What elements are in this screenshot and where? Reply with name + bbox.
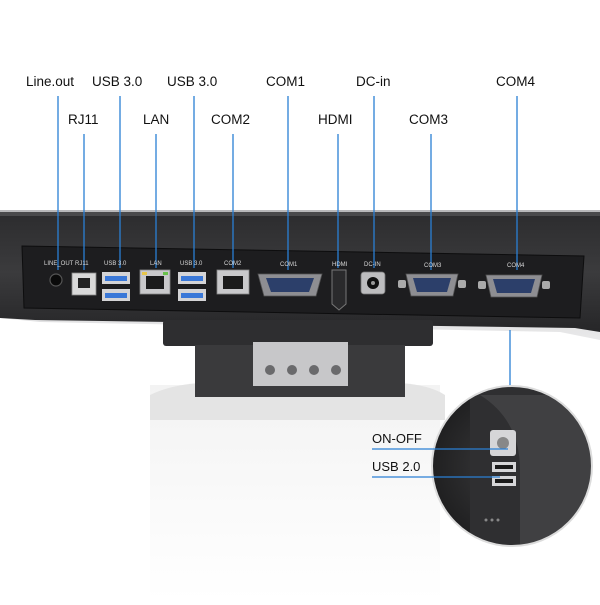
bracket-screw bbox=[287, 365, 297, 375]
stand-bracket bbox=[253, 342, 348, 386]
com4-screw bbox=[478, 281, 486, 289]
stand-base bbox=[150, 385, 440, 600]
callout-usb30-a: USB 3.0 bbox=[92, 74, 143, 89]
panel-label-hdmi: HDMI bbox=[332, 262, 348, 268]
panel-label-com2: COM2 bbox=[224, 261, 242, 267]
callout-com3: COM3 bbox=[409, 112, 449, 127]
panel-label-usb30-a: USB 3.0 bbox=[104, 261, 127, 267]
line-out-jack bbox=[49, 273, 63, 287]
callout-dc-in: DC-in bbox=[356, 74, 391, 89]
callout-com4: COM4 bbox=[496, 74, 536, 89]
panel-label-usb30-b: USB 3.0 bbox=[180, 261, 203, 267]
com4-screw bbox=[542, 281, 550, 289]
panel-label-rj11: RJ11 bbox=[75, 261, 89, 267]
callout-com2: COM2 bbox=[211, 112, 251, 127]
com3-screw bbox=[398, 280, 406, 288]
panel-label-com4: COM4 bbox=[507, 263, 525, 269]
panel-label-line-out: LINE_OUT bbox=[44, 261, 74, 267]
callout-line-out: Line.out bbox=[26, 74, 75, 89]
callout-usb20: USB 2.0 bbox=[372, 459, 421, 474]
bracket-screw bbox=[309, 365, 319, 375]
panel-label-dc-in: DC-IN bbox=[364, 262, 381, 268]
panel-label-com3: COM3 bbox=[424, 263, 442, 269]
callout-com1: COM1 bbox=[266, 74, 306, 89]
callout-rj11: RJ11 bbox=[68, 112, 99, 127]
bracket-screw bbox=[331, 365, 341, 375]
com3-screw bbox=[458, 280, 466, 288]
stand-neck-top bbox=[163, 320, 433, 346]
callout-on-off: ON-OFF bbox=[372, 431, 422, 446]
panel-label-lan: LAN bbox=[150, 261, 162, 267]
leader-lines bbox=[57, 96, 518, 388]
callout-usb30-b: USB 3.0 bbox=[167, 74, 218, 89]
hdmi-port bbox=[331, 269, 347, 311]
panel-highlight bbox=[0, 212, 600, 216]
bracket-screw bbox=[265, 365, 275, 375]
callout-hdmi: HDMI bbox=[318, 112, 353, 127]
callout-lan: LAN bbox=[143, 112, 170, 127]
panel-label-com1: COM1 bbox=[280, 262, 298, 268]
